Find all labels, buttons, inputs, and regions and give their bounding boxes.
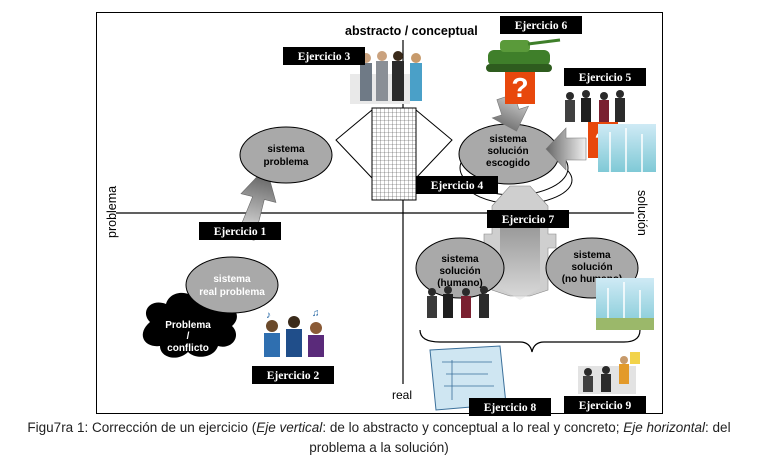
label-ejercicio-2-text: Ejercicio 2	[267, 370, 320, 382]
node-sistema-problema: sistema problema	[239, 126, 333, 184]
cloud-text-line1: Problema	[165, 320, 211, 331]
label-ejercicio-4-text: Ejercicio 4	[431, 180, 484, 192]
label-ejercicio-6: Ejercicio 6	[500, 16, 582, 34]
label-ejercicio-3: Ejercicio 3	[283, 47, 365, 65]
caption-horizontal-label: Eje horizontal	[623, 420, 706, 435]
music-note-2: ♫	[312, 308, 320, 319]
node-solucion-no-humano-line1: sistema	[573, 250, 611, 261]
blueprint-illustration	[429, 345, 507, 411]
question-mark-6: ?	[511, 72, 528, 103]
tank-illustration	[486, 38, 561, 72]
business-people-illustration	[350, 51, 422, 104]
wind-turbines-illustration	[596, 278, 654, 330]
label-ejercicio-1: Ejercicio 1	[199, 222, 281, 240]
label-ejercicio-9: Ejercicio 9	[564, 396, 646, 414]
caption-horizontal-text: : del problema a la solución)	[309, 420, 731, 455]
caption-vertical-text: : de lo abstracto y conceptual a lo real…	[322, 420, 624, 435]
label-ejercicio-2: Ejercicio 2	[252, 366, 334, 384]
node-solucion-humano-line1: sistema	[441, 254, 479, 265]
caption-prefix: Figu7ra 1: Corrección de un ejercicio (	[27, 420, 257, 435]
label-ejercicio-7-text: Ejercicio 7	[502, 214, 555, 226]
singers-illustration: ♪ ♫	[264, 308, 324, 357]
arrow-ejercicio-5	[545, 127, 587, 171]
people-group-illustration	[427, 286, 489, 318]
label-ejercicio-1-text: Ejercicio 1	[214, 226, 267, 238]
label-ejercicio-5-text: Ejercicio 5	[579, 72, 632, 84]
question-box-6: ?	[505, 68, 535, 104]
cloud-text-line2: /	[187, 331, 190, 342]
group-brace	[419, 329, 641, 353]
label-ejercicio-3-text: Ejercicio 3	[298, 51, 351, 63]
node-sistema-problema-line2: problema	[263, 157, 308, 168]
label-ejercicio-4: Ejercicio 4	[416, 176, 498, 194]
node-solucion-no-humano-line2: solución	[571, 262, 612, 273]
node-solucion-escogido-line3: escogido	[486, 158, 530, 169]
axis-label-left: problema	[105, 186, 119, 238]
people-turbines-illustration	[565, 90, 656, 172]
cloud-text-line3: conflicto	[167, 343, 209, 354]
grid-document	[371, 107, 417, 201]
node-solucion-no-humano-line3: (no humano)	[562, 274, 623, 285]
figure-caption: Figu7ra 1: Corrección de un ejercicio (E…	[4, 418, 754, 458]
axis-label-bottom: real	[392, 388, 412, 402]
node-solucion-escogido-line1: sistema	[489, 134, 527, 145]
node-solucion-humano-line3: (humano)	[437, 278, 483, 289]
node-solucion-humano: sistema solución (humano)	[415, 237, 505, 299]
axis-label-top: abstracto / conceptual	[345, 24, 478, 38]
node-solucion-escogido-line2: solución	[487, 146, 528, 157]
node-real-problema: sistema real problema	[185, 256, 279, 314]
node-real-problema-line1: sistema	[213, 274, 251, 285]
music-note-1: ♪	[266, 310, 271, 321]
axis-label-right: solución	[635, 190, 649, 236]
label-ejercicio-9-text: Ejercicio 9	[579, 400, 632, 412]
caption-vertical-label: Eje vertical	[256, 420, 323, 435]
node-sistema-problema-line1: sistema	[267, 144, 305, 155]
concept-funnel	[335, 107, 453, 201]
label-ejercicio-8-text: Ejercicio 8	[484, 402, 537, 414]
node-solucion-humano-line2: solución	[439, 266, 480, 277]
label-ejercicio-7: Ejercicio 7	[487, 210, 569, 228]
node-real-problema-line2: real problema	[199, 287, 265, 298]
meeting-illustration	[578, 352, 640, 394]
label-ejercicio-6-text: Ejercicio 6	[515, 20, 568, 32]
label-ejercicio-8: Ejercicio 8	[469, 398, 551, 416]
label-ejercicio-5: Ejercicio 5	[564, 68, 646, 86]
